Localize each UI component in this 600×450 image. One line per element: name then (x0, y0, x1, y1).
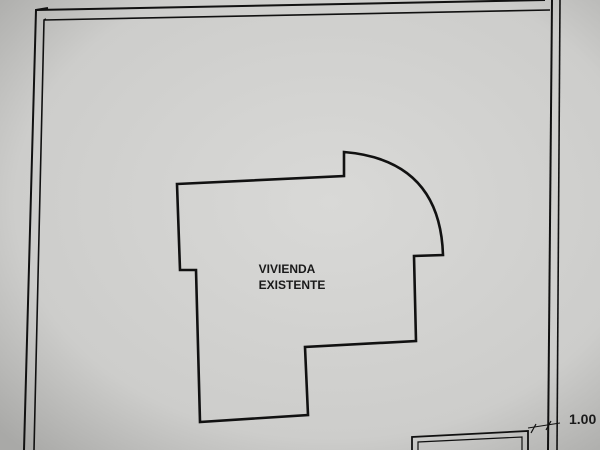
dimension-tick-right (545, 420, 552, 431)
dimension-line (527, 422, 561, 429)
existing-house-outline (175, 150, 445, 424)
plot-boundary-right-outer (547, 0, 553, 450)
house-label-line2: EXISTENTE (259, 278, 326, 292)
small-structure-inner-outline (417, 436, 523, 450)
house-label-line1: VIVIENDA (259, 262, 316, 276)
dimension-label: 1.00 (569, 411, 596, 427)
plot-boundary-top-outer (35, 0, 546, 11)
plot-boundary-top-inner (43, 9, 551, 21)
small-structure-outline (411, 430, 529, 450)
plot-boundary-right-inner (556, 0, 561, 450)
dimension-tick-left (530, 423, 537, 434)
